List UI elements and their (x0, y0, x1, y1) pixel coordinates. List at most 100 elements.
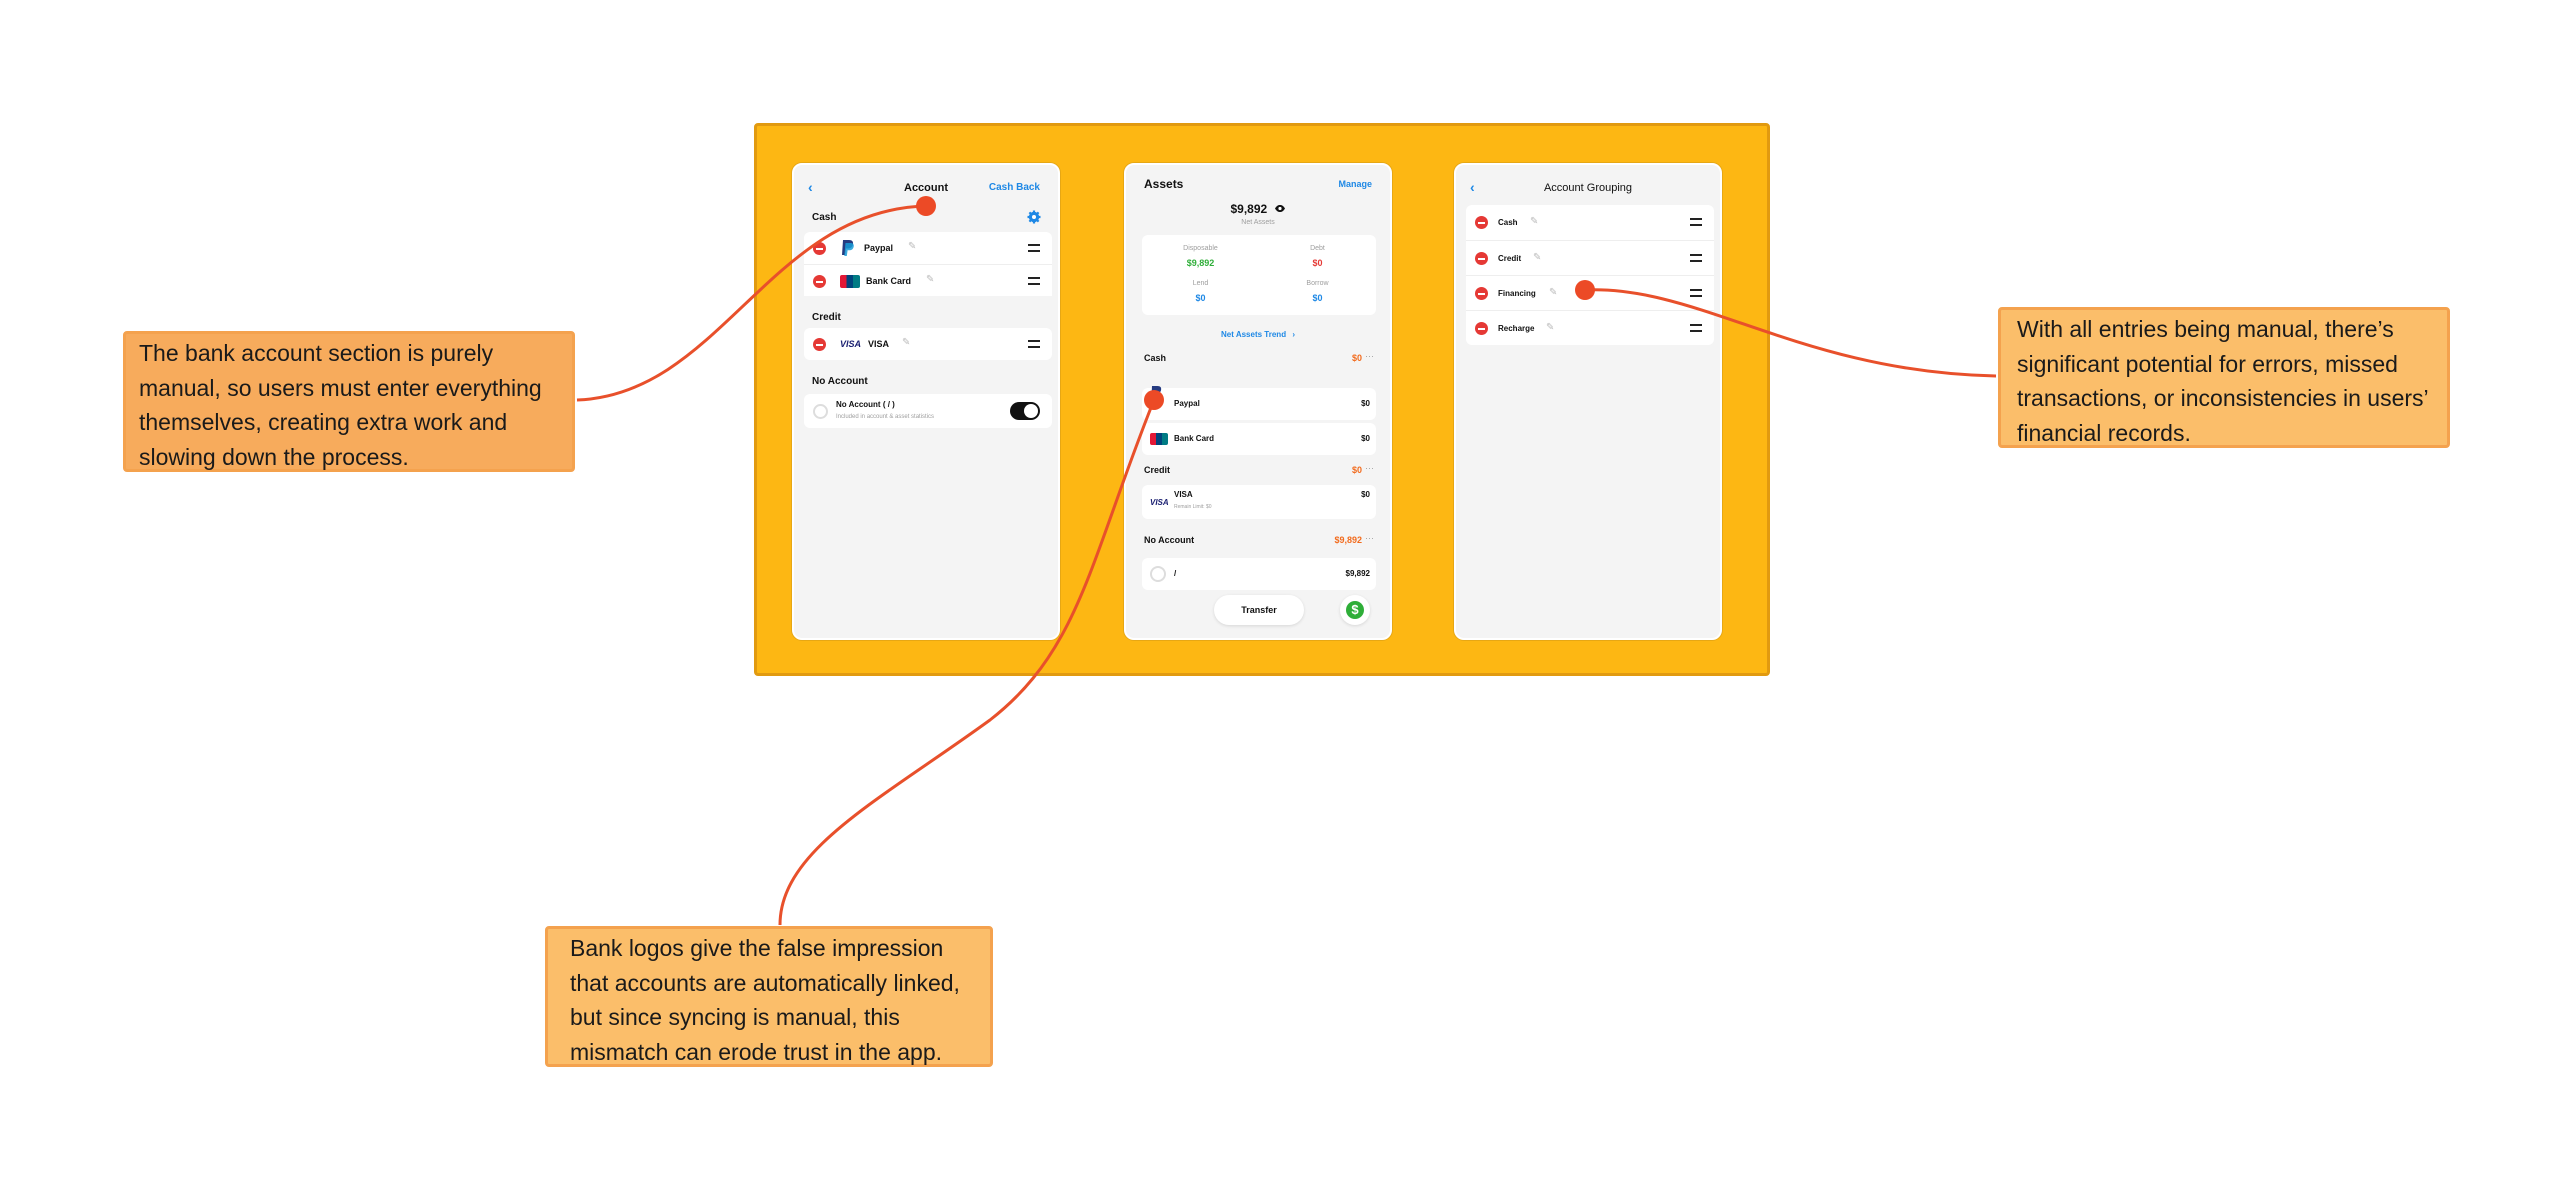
edit-icon[interactable]: ✎ (1533, 252, 1542, 263)
drag-handle-icon[interactable] (1028, 340, 1040, 348)
disposable-label: Disposable (1183, 245, 1218, 252)
gear-icon[interactable] (1027, 210, 1041, 224)
net-assets-value: $9,892 (1230, 202, 1268, 216)
eye-icon[interactable] (1274, 204, 1286, 213)
item-value: $9,892 (1345, 569, 1370, 578)
delete-icon[interactable] (1475, 322, 1488, 335)
chevron-right-icon: › (1292, 330, 1295, 339)
item-label: VISA (868, 339, 890, 349)
account-grouping-screen: ‹ Account Grouping Cash ✎ Credit ✎ Finan… (1454, 163, 1722, 640)
trend-link-label: Net Assets Trend (1221, 330, 1287, 339)
group-label-cash: Cash (1144, 353, 1167, 363)
delete-icon[interactable] (813, 338, 826, 351)
item-label: / (1174, 569, 1177, 578)
debt-value: $0 (1312, 258, 1323, 268)
edit-icon[interactable]: ✎ (1546, 322, 1555, 333)
borrow-label: Borrow (1306, 280, 1329, 287)
list-item[interactable]: Recharge ✎ (1466, 310, 1714, 345)
assets-summary-card: Disposable $9,892 Debt $0 Lend $0 Borrow… (1142, 235, 1376, 315)
cash-back-button[interactable]: Cash Back (988, 182, 1040, 193)
placeholder-circle-icon (1150, 566, 1166, 582)
page-title: Account (904, 182, 948, 194)
more-icon[interactable]: ··· (1365, 463, 1374, 473)
drag-handle-icon[interactable] (1690, 218, 1702, 226)
list-item[interactable]: Cash ✎ (1466, 205, 1714, 240)
group-label-no-account: No Account (1144, 535, 1195, 545)
list-item[interactable]: VISA VISA ✎ (804, 328, 1052, 360)
item-label: Recharge (1498, 324, 1535, 333)
net-assets-label: Net Assets (1241, 219, 1275, 226)
delete-icon[interactable] (1475, 216, 1488, 229)
group-total-cash: $0 (1351, 353, 1362, 363)
disposable-value: $9,892 (1186, 258, 1215, 268)
item-label: Paypal (864, 243, 894, 253)
delete-icon[interactable] (813, 275, 826, 288)
group-total-credit: $0 (1351, 465, 1362, 475)
item-label: VISA (1174, 490, 1193, 499)
group-label-credit: Credit (1144, 465, 1171, 475)
callout-error-risk: With all entries being manual, there’s s… (1998, 307, 2450, 448)
chevron-left-icon[interactable]: ‹ (1470, 179, 1475, 195)
list-item[interactable]: Paypal $0 (1142, 386, 1376, 420)
drag-handle-icon[interactable] (1690, 324, 1702, 332)
item-label: Bank Card (866, 276, 912, 286)
dollar-icon: $ (1346, 601, 1364, 619)
chevron-left-icon[interactable]: ‹ (808, 179, 813, 195)
edit-icon[interactable]: ✎ (902, 337, 911, 348)
more-icon[interactable]: ··· (1365, 533, 1374, 543)
bank-card-logo-icon (1150, 433, 1168, 445)
section-label-no-account: No Account (812, 376, 868, 387)
drag-handle-icon[interactable] (1028, 244, 1040, 252)
paypal-logo-icon (842, 240, 854, 256)
edit-icon[interactable]: ✎ (1530, 216, 1539, 227)
list-item[interactable]: / $9,892 (1142, 558, 1376, 590)
page-title: Account Grouping (1543, 182, 1633, 194)
item-label: Cash (1498, 218, 1518, 227)
add-record-button[interactable]: $ (1340, 595, 1370, 625)
borrow-value: $0 (1312, 293, 1323, 303)
transfer-button[interactable]: Transfer (1214, 595, 1304, 625)
delete-icon[interactable] (1475, 252, 1488, 265)
edit-icon[interactable]: ✎ (908, 241, 917, 252)
list-item[interactable]: Bank Card ✎ (804, 264, 1052, 296)
list-item[interactable]: Credit ✎ (1466, 240, 1714, 275)
list-item[interactable]: Financing ✎ (1466, 275, 1714, 310)
manage-button[interactable]: Manage (1338, 179, 1372, 189)
item-label: Bank Card (1174, 434, 1215, 443)
item-label: Financing (1498, 289, 1536, 298)
lend-label: Lend (1192, 280, 1209, 287)
drag-handle-icon[interactable] (1690, 254, 1702, 262)
net-assets-trend-link[interactable]: Net Assets Trend › (1126, 330, 1390, 339)
lend-value: $0 (1195, 293, 1206, 303)
callout-manual-entry: The bank account section is purely manua… (123, 331, 575, 472)
item-value: $0 (1361, 490, 1370, 499)
group-total-no-account: $9,892 (1334, 535, 1362, 545)
placeholder-circle-icon (813, 404, 828, 419)
page-title: Assets (1144, 177, 1184, 191)
delete-icon[interactable] (1475, 287, 1488, 300)
list-item[interactable]: VISA VISA Remain Limit: $0 $0 (1142, 485, 1376, 519)
list-item[interactable]: Bank Card $0 (1142, 423, 1376, 455)
drag-handle-icon[interactable] (1690, 289, 1702, 297)
item-value: $0 (1361, 434, 1370, 443)
assets-screen: Assets Manage $9,892 Net Assets Disposab… (1124, 163, 1392, 640)
paypal-logo-icon (1151, 386, 1162, 400)
debt-label: Debt (1310, 245, 1325, 252)
include-toggle[interactable] (1010, 402, 1040, 420)
bank-card-logo-icon (840, 275, 860, 288)
edit-icon[interactable]: ✎ (926, 274, 935, 285)
item-sublabel: Remain Limit: $0 (1174, 504, 1212, 510)
item-label: Credit (1498, 254, 1522, 263)
item-value: $0 (1361, 399, 1370, 408)
callout-bank-logos: Bank logos give the false impression tha… (545, 926, 993, 1067)
more-icon[interactable]: ··· (1365, 351, 1374, 361)
list-item[interactable]: No Account ( / ) Included in account & a… (804, 394, 1052, 428)
section-label-cash: Cash (812, 212, 837, 223)
section-label-credit: Credit (812, 312, 841, 323)
drag-handle-icon[interactable] (1028, 277, 1040, 285)
delete-icon[interactable] (813, 242, 826, 255)
item-label: Paypal (1174, 399, 1200, 408)
edit-icon[interactable]: ✎ (1549, 287, 1558, 298)
account-screen: ‹ Account Cash Back Cash Paypal ✎ Bank C… (792, 163, 1060, 640)
list-item[interactable]: Paypal ✎ (804, 232, 1052, 264)
